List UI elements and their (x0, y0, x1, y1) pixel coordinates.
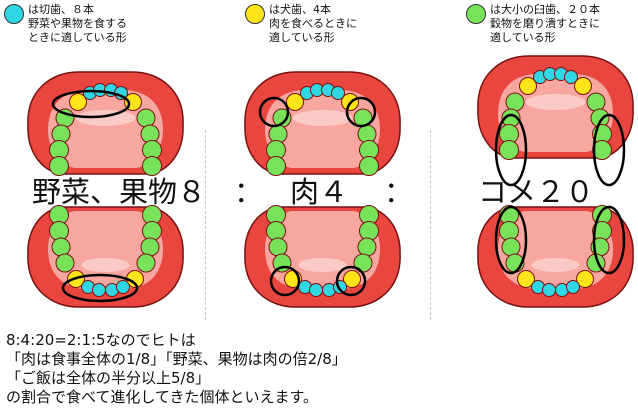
incisor-color-swatch (4, 4, 24, 24)
divider-right (430, 130, 431, 320)
legend-molar: は大小の臼歯、２０本 穀物を磨り潰すときに 適している形 (466, 3, 600, 45)
divider-left (205, 130, 206, 320)
legend-molar-line-3: 適している形 (490, 31, 556, 44)
canine-lower-jaw (244, 204, 401, 308)
molar-lower-jaw (477, 204, 634, 308)
legend-canine-line-3: 適している形 (269, 31, 335, 44)
note-line-2: 「肉は食事全体の1/8」「野菜、果物は肉の倍2/8」 (6, 350, 347, 368)
legend-incisor: は切歯、８本 野菜や果物を食する ときに適している形 (4, 3, 127, 45)
canine-color-swatch (245, 4, 265, 24)
note-line-1: 8:4:20=2:1:5なのでヒトは (6, 331, 196, 349)
incisor-upper-jaw (27, 71, 184, 177)
incisor-lower-jaw (27, 204, 184, 308)
ratio-veg-label: 野菜、果物８ (32, 175, 207, 209)
explanation-note: 8:4:20=2:1:5なのでヒトは 「肉は食事全体の1/8」「野菜、果物は肉の… (6, 331, 347, 407)
legend-canine-line-2: 肉を食べるときに (269, 17, 357, 30)
canine-upper-right-highlight (345, 96, 377, 128)
molar-lower-left-highlight (494, 205, 528, 275)
legend-incisor-line-2: 野菜や果物を食する (28, 17, 127, 30)
legend-canine-line-1: は犬歯、4本 (269, 3, 331, 16)
incisor-lower-highlight (61, 273, 139, 303)
molar-upper-left-highlight (494, 113, 528, 187)
molar-color-swatch (466, 4, 486, 24)
legend-molar-line-1: は大小の臼歯、２０本 (490, 3, 600, 16)
canine-lower-left-highlight (269, 265, 301, 297)
legend-molar-line-2: 穀物を磨り潰すときに (490, 17, 600, 30)
incisor-upper-highlight (51, 89, 131, 119)
ratio-separator-1: ： (234, 175, 264, 209)
legend-incisor-line-3: ときに適している形 (28, 31, 127, 44)
molar-upper-right-highlight (592, 113, 626, 187)
legend-incisor-line-1: は切歯、８本 (28, 3, 94, 16)
ratio-rice-label: コメ２０ (478, 175, 595, 209)
molar-lower-right-highlight (592, 205, 626, 275)
legend-canine: は犬歯、4本 肉を食べるときに 適している形 (245, 3, 357, 45)
note-line-3: 「ご飯は全体の半分以上5/8」 (6, 369, 211, 387)
molar-upper-jaw (477, 55, 634, 161)
canine-lower-right-highlight (335, 265, 367, 297)
ratio-separator-2: ： (384, 175, 414, 209)
canine-upper-left-highlight (258, 96, 290, 128)
ratio-meat-label: 肉４ (290, 175, 349, 209)
note-line-4: の割合で食べて進化してきた個体といえます。 (6, 388, 319, 406)
